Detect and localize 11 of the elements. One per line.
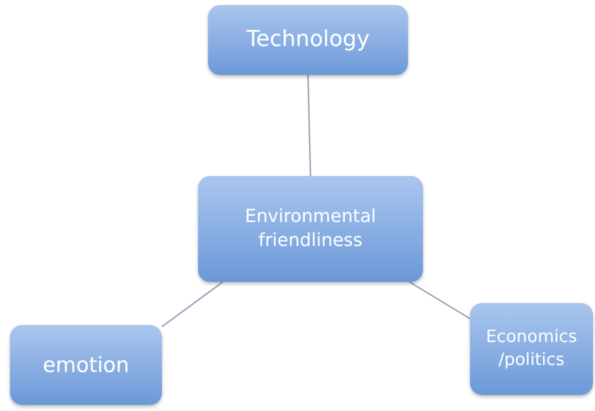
- process-box: [208, 5, 408, 75]
- node-label: emotion: [42, 352, 130, 379]
- connector-line: [162, 281, 224, 328]
- connector-line: [307, 74, 312, 176]
- process-box: [10, 325, 162, 405]
- node-label: Technology: [246, 26, 370, 54]
- node-label: Environmental friendliness: [244, 204, 377, 253]
- process-box: [198, 176, 423, 282]
- node-label: Economics /politics: [484, 326, 578, 372]
- process-box: [470, 303, 593, 395]
- connector-line: [409, 281, 470, 320]
